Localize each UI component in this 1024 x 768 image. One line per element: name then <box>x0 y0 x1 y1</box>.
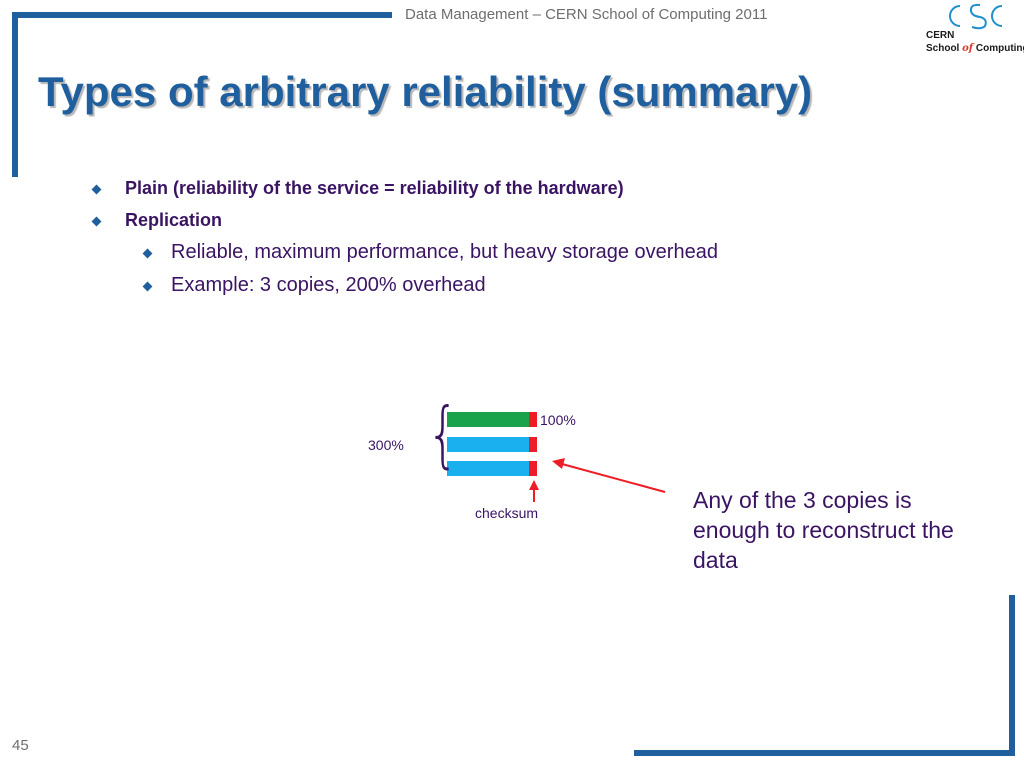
bullet-text: Plain (reliability of the service = reli… <box>125 178 624 198</box>
left-brace: { <box>426 392 459 476</box>
label-300-percent: 300% <box>368 437 404 453</box>
frame-top-bar <box>12 12 392 18</box>
logo-text-cern: CERN <box>926 30 955 41</box>
frame-left-bar <box>12 12 18 177</box>
csc-logo-icon <box>949 3 1003 30</box>
copy-2-data-bar <box>447 437 529 452</box>
sub-bullet-text: Example: 3 copies, 200% overhead <box>171 274 486 296</box>
header-text: Data Management – CERN School of Computi… <box>405 6 768 23</box>
copy-1-data-bar <box>447 412 529 427</box>
callout-arrow-line <box>561 463 666 493</box>
callout-arrow-head <box>552 458 565 469</box>
cern-csc-logo: CERN School of Computing <box>920 0 1024 60</box>
label-checksum: checksum <box>475 505 539 521</box>
slide-title: Types of arbitrary reliability (summary) <box>38 68 813 115</box>
page-number: 45 <box>12 737 29 754</box>
checksum-arrow-head <box>529 480 539 490</box>
logo-text-school: School of Computing <box>926 43 1024 54</box>
label-100-percent: 100% <box>540 412 576 428</box>
frame-bottom-bar <box>634 750 1015 756</box>
copy-2-checksum-bar <box>529 437 537 452</box>
callout-text: Any of the 3 copies is enough to reconst… <box>693 487 954 573</box>
copy-1-checksum-bar <box>529 412 537 427</box>
copy-3-data-bar <box>447 461 529 476</box>
sub-bullet-text: Reliable, maximum performance, but heavy… <box>171 241 718 263</box>
frame-right-bar <box>1009 595 1015 756</box>
copy-3-checksum-bar <box>529 461 537 476</box>
bullet-text: Replication <box>125 210 223 230</box>
